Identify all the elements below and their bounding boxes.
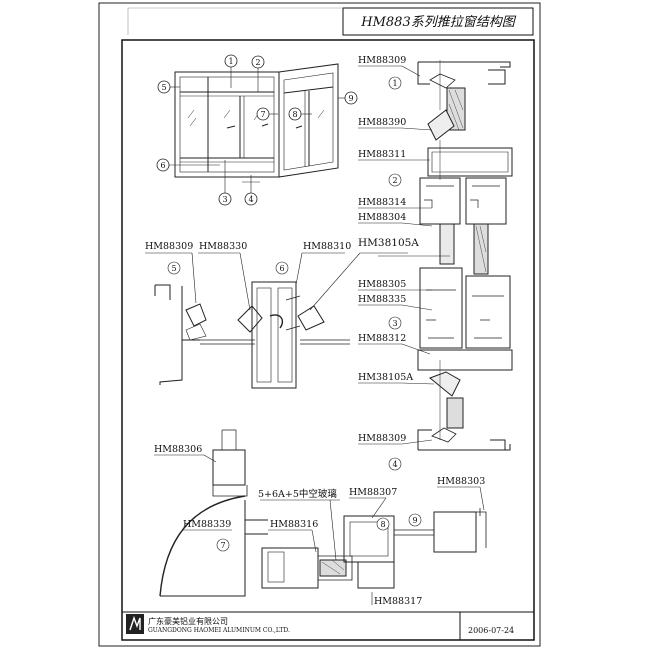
marker-2-label: 2 bbox=[255, 58, 260, 67]
label-hm88390: HM88390 bbox=[358, 117, 406, 128]
marker-7-label: 7 bbox=[260, 110, 265, 119]
outer-border bbox=[98, 2, 541, 647]
company-name: 广东豪美铝业有限公司 bbox=[148, 616, 228, 626]
label-hm88312: HM88312 bbox=[358, 333, 406, 344]
footer: 广东豪美铝业有限公司 GUANGDONG HAOMEI ALUMINUM CO.… bbox=[122, 611, 534, 640]
label-hm88330: HM88330 bbox=[199, 241, 247, 252]
marker-6-label: 6 bbox=[160, 161, 165, 170]
section-marker-1: 1 bbox=[392, 79, 397, 88]
label-hm38105a: HM38105A bbox=[358, 372, 413, 383]
label-hm88339: HM88339 bbox=[183, 519, 231, 530]
label-hm88307: HM88307 bbox=[349, 487, 397, 498]
corner-leaders bbox=[154, 454, 485, 605]
label-hm88335: HM88335 bbox=[358, 294, 406, 305]
elevation-markers bbox=[156, 54, 358, 206]
drawing-date: 2006-07-24 bbox=[468, 626, 514, 635]
hsection-marker-6: 6 bbox=[279, 264, 284, 273]
horizontal-leaders bbox=[145, 252, 408, 311]
title-block: HM883系列推拉窗结构图 bbox=[127, 7, 534, 36]
marker-1 bbox=[224, 54, 238, 68]
label-hm88309-bottom: HM88309 bbox=[358, 433, 406, 444]
marker-2 bbox=[251, 55, 265, 69]
label-hm88304: HM88304 bbox=[358, 212, 406, 223]
marker-5-label: 5 bbox=[161, 83, 166, 92]
horizontal-section bbox=[154, 281, 350, 389]
corner-marker-9: 9 bbox=[412, 516, 417, 525]
window-elevation bbox=[174, 63, 339, 178]
section-marker-4: 4 bbox=[392, 460, 397, 469]
marker-7 bbox=[256, 107, 270, 121]
label-hm88311: HM88311 bbox=[358, 149, 406, 160]
marker-5 bbox=[157, 80, 171, 94]
label-hm88309-top: HM88309 bbox=[358, 55, 406, 66]
marker-3-label: 3 bbox=[222, 195, 227, 204]
label-hm88316: HM88316 bbox=[270, 519, 318, 530]
marker-3 bbox=[218, 192, 232, 206]
marker-8-label: 8 bbox=[292, 110, 297, 119]
company-logo bbox=[126, 614, 144, 634]
hsection-marker-5: 5 bbox=[171, 264, 176, 273]
label-hm88310: HM88310 bbox=[303, 241, 351, 252]
label-hm88317: HM88317 bbox=[374, 596, 422, 607]
label-hm88303: HM88303 bbox=[437, 476, 485, 487]
marker-4-label: 4 bbox=[248, 195, 253, 204]
label-hm88314: HM88314 bbox=[358, 197, 406, 208]
company-name-en: GUANGDONG HAOMEI ALUMINUM CO.,LTD. bbox=[148, 627, 290, 634]
label-hm88309-mid: HM88309 bbox=[145, 241, 193, 252]
corner-marker-7: 7 bbox=[220, 541, 225, 550]
label-hm88306: HM88306 bbox=[154, 444, 202, 455]
glass-note: 5+6A+5中空玻璃 bbox=[258, 488, 337, 500]
marker-1-label: 1 bbox=[228, 57, 233, 66]
label-hm38105a-large: HM38105A bbox=[358, 237, 419, 249]
marker-8 bbox=[288, 107, 302, 121]
corner-marker-8: 8 bbox=[380, 520, 385, 529]
vertical-section bbox=[417, 60, 513, 451]
drawing-title: HM883系列推拉窗结构图 bbox=[360, 14, 516, 30]
inner-border bbox=[121, 39, 535, 641]
section-marker-3: 3 bbox=[392, 319, 397, 328]
marker-9-label: 9 bbox=[348, 94, 353, 103]
marker-9 bbox=[344, 91, 358, 105]
section-leaders bbox=[358, 65, 450, 471]
marker-4 bbox=[244, 192, 258, 206]
corner-section bbox=[159, 429, 487, 597]
section-marker-2: 2 bbox=[392, 176, 397, 185]
marker-6 bbox=[156, 158, 170, 172]
label-hm88305: HM88305 bbox=[358, 279, 406, 290]
